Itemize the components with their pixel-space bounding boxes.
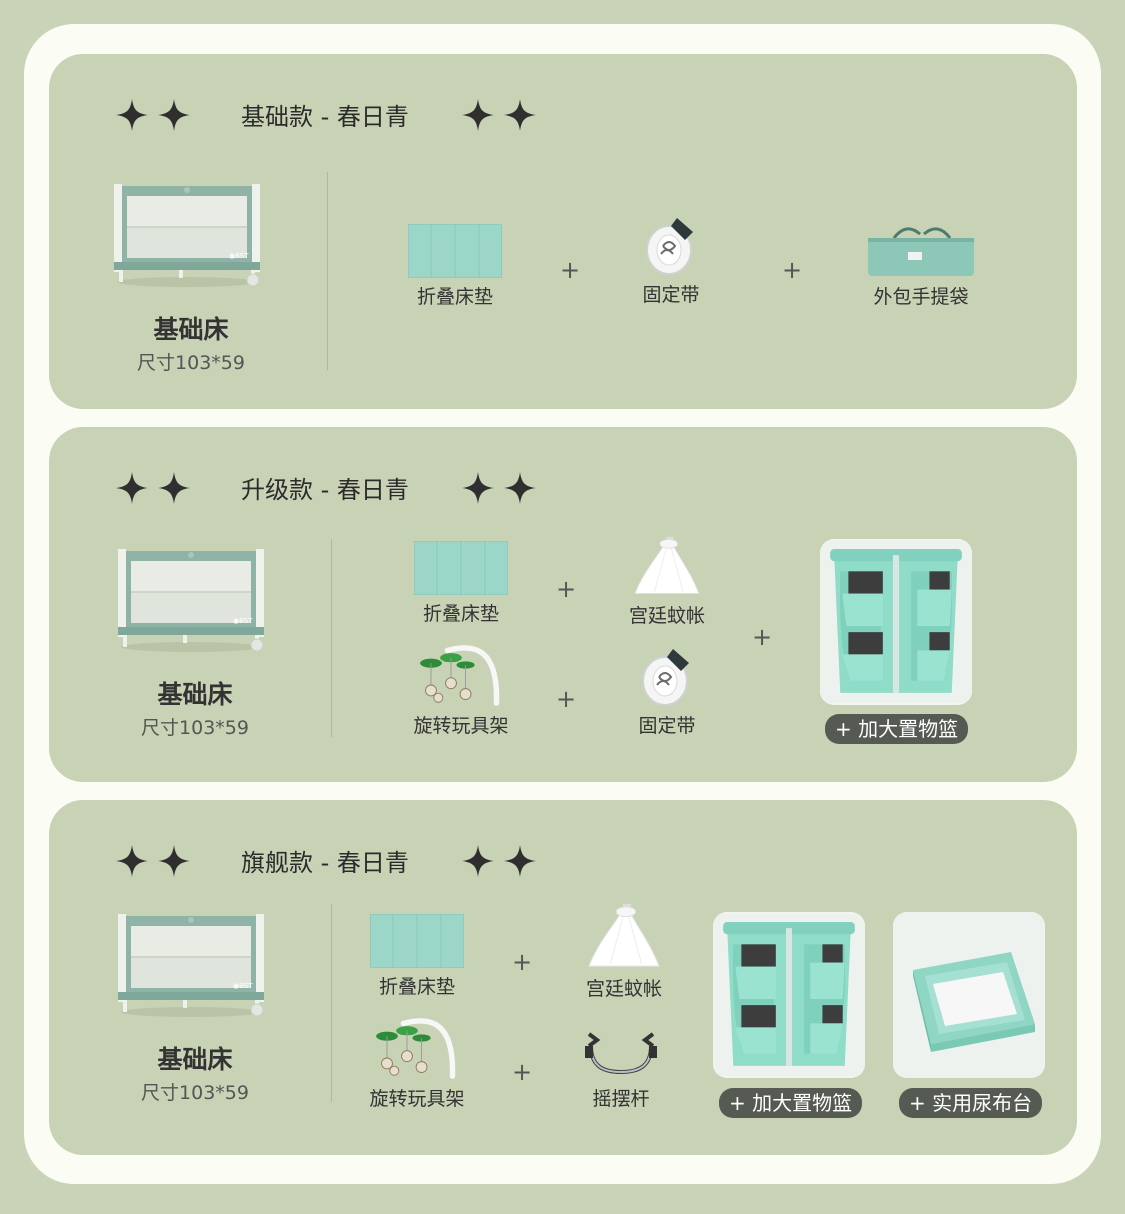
playpen-bed-image bbox=[115, 912, 267, 1018]
item-strap: 固定带 bbox=[631, 212, 711, 307]
stars-left bbox=[115, 98, 205, 132]
item-label: 固定带 bbox=[642, 284, 700, 306]
strap-image bbox=[637, 643, 697, 707]
bed-block: 基础床 尺寸103*59 bbox=[115, 912, 275, 1105]
item-label: 折叠床垫 bbox=[416, 286, 493, 308]
addon-badge: + 加大置物篮 bbox=[719, 1088, 863, 1118]
carry-bag-image bbox=[866, 226, 976, 278]
star-icon bbox=[503, 471, 537, 505]
storage-basket-image bbox=[820, 539, 972, 705]
plus-sign: + bbox=[560, 256, 581, 284]
divider bbox=[327, 172, 328, 370]
star-icon bbox=[115, 844, 149, 878]
panel-title: 基础款 - 春日青 bbox=[241, 103, 409, 131]
item-toy-mobile: 旋转玩具架 bbox=[401, 643, 521, 738]
plus-sign: + bbox=[512, 1058, 533, 1086]
plus-sign: + bbox=[512, 948, 533, 976]
star-icon bbox=[115, 98, 149, 132]
star-icon bbox=[115, 471, 149, 505]
item-label: 旋转玩具架 bbox=[413, 715, 509, 737]
star-icon bbox=[157, 844, 191, 878]
plus-sign: + bbox=[782, 256, 803, 284]
item-label: 外包手提袋 bbox=[873, 286, 969, 308]
mosquito-net-image bbox=[584, 902, 664, 970]
star-icon bbox=[503, 844, 537, 878]
plus-sign: + bbox=[556, 685, 577, 713]
addon-badge: + 加大置物篮 bbox=[825, 714, 969, 744]
star-icon bbox=[157, 98, 191, 132]
panel-header: 升级款 - 春日青 bbox=[115, 467, 555, 507]
item-label: 摇摆杆 bbox=[592, 1088, 650, 1110]
bed-size: 尺寸103*59 bbox=[141, 1082, 249, 1104]
item-mattress: 折叠床垫 bbox=[367, 914, 467, 999]
divider bbox=[331, 539, 332, 737]
stars-right bbox=[461, 844, 551, 878]
playpen-bed-image bbox=[115, 547, 267, 653]
storage-basket-card bbox=[820, 539, 972, 705]
bed-name: 基础床 bbox=[157, 680, 233, 709]
item-mosquito-net: 宫廷蚊帐 bbox=[617, 535, 717, 628]
star-icon bbox=[157, 471, 191, 505]
item-swing-bar: 摇摆杆 bbox=[581, 1026, 661, 1111]
item-mosquito-net: 宫廷蚊帐 bbox=[574, 902, 674, 1001]
item-mattress: 折叠床垫 bbox=[411, 541, 511, 626]
panel-upgrade: 升级款 - 春日青 基础床 尺寸103*59 折叠床垫 + 宫廷蚊帐 旋转玩具架… bbox=[49, 427, 1077, 782]
bed-block: 基础床 尺寸103*59 bbox=[111, 182, 271, 375]
storage-basket-image bbox=[713, 912, 865, 1078]
item-mattress: 折叠床垫 bbox=[405, 224, 505, 309]
stars-left bbox=[115, 471, 205, 505]
stars-right bbox=[461, 471, 551, 505]
item-strap: 固定带 bbox=[627, 643, 707, 738]
star-icon bbox=[461, 471, 495, 505]
panel-header: 基础款 - 春日青 bbox=[115, 94, 555, 134]
changing-table-card bbox=[893, 912, 1045, 1078]
addon-badge: + 实用尿布台 bbox=[899, 1088, 1043, 1118]
item-label: 宫廷蚊帐 bbox=[585, 978, 662, 1000]
stars-left bbox=[115, 844, 205, 878]
star-icon bbox=[503, 98, 537, 132]
folding-mattress-image bbox=[414, 541, 508, 595]
swing-bar-image bbox=[581, 1026, 661, 1080]
bed-block: 基础床 尺寸103*59 bbox=[115, 547, 275, 740]
strap-image bbox=[641, 212, 701, 276]
stars-right bbox=[461, 98, 551, 132]
star-icon bbox=[461, 844, 495, 878]
bed-size: 尺寸103*59 bbox=[141, 717, 249, 739]
changing-table-image bbox=[893, 912, 1045, 1078]
item-label: 固定带 bbox=[638, 715, 696, 737]
storage-basket-card bbox=[713, 912, 865, 1078]
bed-size: 尺寸103*59 bbox=[137, 352, 245, 374]
panel-title: 旗舰款 - 春日青 bbox=[241, 849, 409, 877]
item-toy-mobile: 旋转玩具架 bbox=[357, 1016, 477, 1111]
panel-basic: 基础款 - 春日青 基础床 尺寸103*59 折叠床垫 + 固定带 + 外包手提… bbox=[49, 54, 1077, 409]
mosquito-net-image bbox=[627, 535, 707, 597]
star-icon bbox=[461, 98, 495, 132]
panel-header: 旗舰款 - 春日青 bbox=[115, 840, 555, 880]
plus-sign: + bbox=[752, 623, 773, 651]
panel-title: 升级款 - 春日青 bbox=[241, 476, 409, 504]
folding-mattress-image bbox=[408, 224, 502, 278]
item-label: 折叠床垫 bbox=[378, 976, 455, 998]
panel-flagship: 旗舰款 - 春日青 基础床 尺寸103*59 折叠床垫 + 宫廷蚊帐 旋转玩具架… bbox=[49, 800, 1077, 1155]
toy-mobile-image bbox=[367, 1016, 467, 1080]
item-label: 宫廷蚊帐 bbox=[628, 605, 705, 627]
bed-name: 基础床 bbox=[157, 1045, 233, 1074]
playpen-bed-image bbox=[111, 182, 263, 288]
divider bbox=[331, 904, 332, 1102]
item-label: 旋转玩具架 bbox=[369, 1088, 465, 1110]
toy-mobile-image bbox=[411, 643, 511, 707]
folding-mattress-image bbox=[370, 914, 464, 968]
item-bag: 外包手提袋 bbox=[861, 226, 981, 309]
bed-name: 基础床 bbox=[153, 315, 229, 344]
plus-sign: + bbox=[556, 575, 577, 603]
item-label: 折叠床垫 bbox=[422, 603, 499, 625]
